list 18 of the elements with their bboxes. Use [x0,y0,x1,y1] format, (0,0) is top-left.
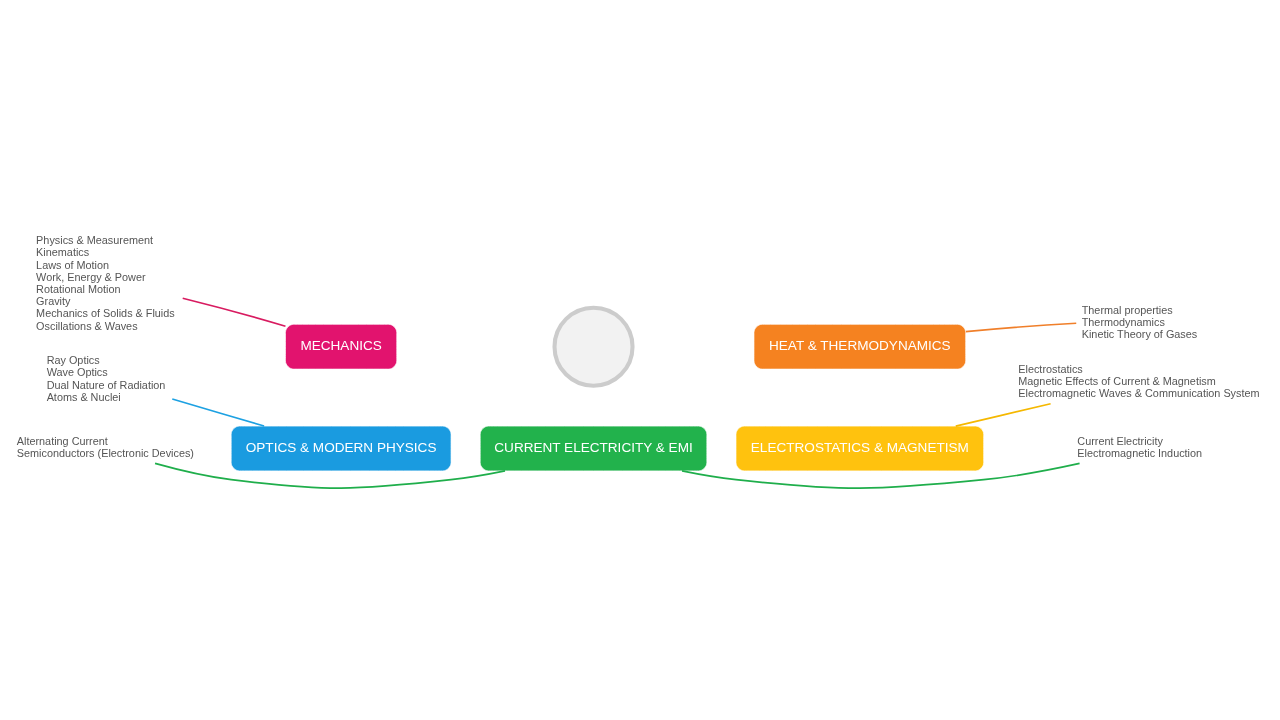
node-text: Thermal properties Thermodynamics Kinetic Theory of Gases [1081,303,1198,340]
connector [181,296,287,327]
connector [681,462,1081,489]
connector [964,321,1078,332]
connector [171,397,265,427]
node-box: MECHANICS [285,323,398,369]
node-box: HEAT & THERMODYNAMICS [753,323,967,369]
node-box: OPTICS & MODERN PHYSICS [230,425,452,471]
node-box: ELECTROSTATICS & MAGNETISM [735,425,984,471]
node-text: Alternating Current Semiconductors (Electronic Devices) [16,434,194,459]
node-text: Current Electricity Electromagnetic Induction [1077,434,1203,459]
node-text: Electrostatics Magnetic Effects of Current & Magnetism Electromagnetic Waves & Communication System [1018,362,1260,399]
node-text: Ray Optics Wave Optics Dual Nature of Radiation Atoms & Nuclei [46,353,166,403]
node-text: Physics & Measurement Kinematics Laws of Motion Work, Energy & Power Rotational Motion Gravity Mechanics of Solids & Fluids Oscillations & Waves [36,233,175,332]
connector [954,402,1052,427]
node-circle [552,305,635,388]
connector [154,462,506,489]
node-box: CURRENT ELECTRICITY & EMI [479,425,708,471]
